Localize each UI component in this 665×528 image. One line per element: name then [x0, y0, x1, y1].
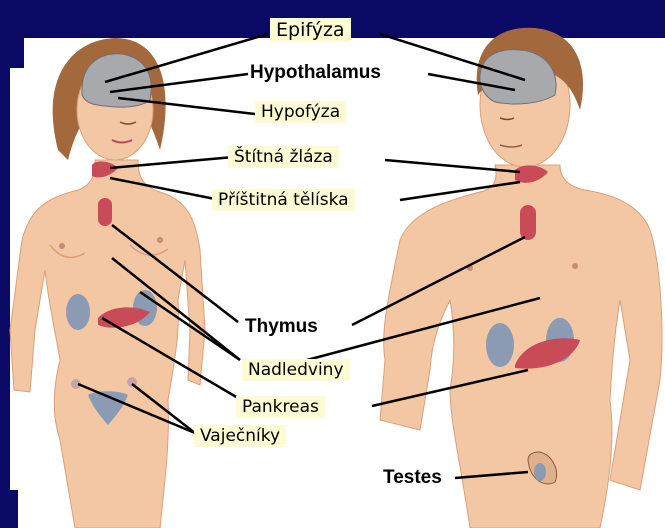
label-hypothalamus: Hypothalamus — [250, 62, 381, 84]
label-thymus: Thymus — [245, 316, 318, 338]
label-stitna-zlaza: Štítná žláza — [228, 146, 339, 168]
male-thymus — [520, 205, 536, 240]
male-figure — [380, 28, 662, 528]
label-pristitna-teliska: Příštitná tělíska — [212, 189, 355, 211]
label-testes: Testes — [383, 467, 442, 489]
label-vajecniky: Vaječníky — [194, 425, 286, 447]
label-pankreas: Pankreas — [236, 396, 325, 418]
female-thymus — [98, 198, 112, 226]
male-kidney-left — [486, 323, 514, 367]
female-kidney-left — [66, 294, 90, 330]
label-hypofyza: Hypofýza — [255, 101, 346, 123]
female-figure — [10, 38, 205, 528]
label-nadledviny: Nadledviny — [242, 359, 350, 381]
label-epifyza: Epifýza — [270, 18, 351, 42]
